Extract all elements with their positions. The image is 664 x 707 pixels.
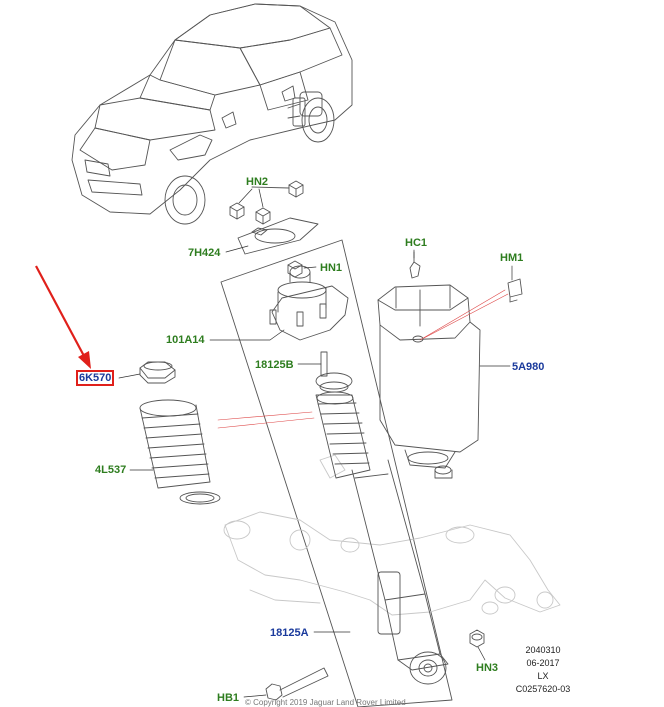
clip-hc1: [409, 251, 421, 279]
subframe-outline: [223, 454, 561, 616]
air-spring-5a980: [377, 284, 481, 479]
damper-assembly: [315, 351, 449, 685]
drawing-model: LX: [537, 671, 549, 681]
reference-lines: [217, 289, 509, 429]
highlight-arrow: [35, 265, 91, 369]
nut-hn1: [287, 260, 303, 278]
drawing-revision: 06-2017: [526, 658, 560, 668]
top-mount-101a14: [269, 265, 349, 341]
callout-18125a[interactable]: 18125A: [270, 627, 309, 639]
copyright-text: © Copyright 2019 Jaguar Land Rover Limit…: [245, 698, 406, 707]
drawing-date: 2040310: [525, 645, 561, 655]
callout-hb1[interactable]: HB1: [217, 692, 240, 704]
strut-frame: [220, 239, 453, 707]
callout-hn3[interactable]: HN3: [476, 662, 499, 674]
callout-hc1[interactable]: HC1: [405, 237, 428, 249]
bolt-hb1: [265, 667, 329, 701]
nut-hn3: [469, 629, 485, 648]
bump-stop-6k570: [139, 361, 176, 384]
nut-set-hn2: [229, 180, 304, 225]
dust-boot-4l537: [139, 399, 221, 505]
drawing-ref: C0257620-03: [515, 684, 571, 694]
callout-5a980[interactable]: 5A980: [512, 361, 545, 373]
callout-18125b[interactable]: 18125B: [255, 359, 294, 371]
callout-7h424[interactable]: 7H424: [188, 247, 221, 259]
sensor-hm1: [507, 278, 523, 303]
callout-4l537[interactable]: 4L537: [95, 464, 127, 476]
callout-6k570[interactable]: 6K570: [75, 370, 115, 386]
seal-plate-7h424: [237, 217, 319, 255]
drawing-meta: 2040310 06-2017 LX C0257620-03: [508, 644, 578, 696]
callout-hn2[interactable]: HN2: [246, 176, 269, 188]
callout-hn1[interactable]: HN1: [320, 262, 343, 274]
leader-lines: [118, 188, 513, 698]
callout-101a14[interactable]: 101A14: [166, 334, 205, 346]
vehicle-illustration: [71, 3, 353, 225]
callout-hm1[interactable]: HM1: [500, 252, 524, 264]
